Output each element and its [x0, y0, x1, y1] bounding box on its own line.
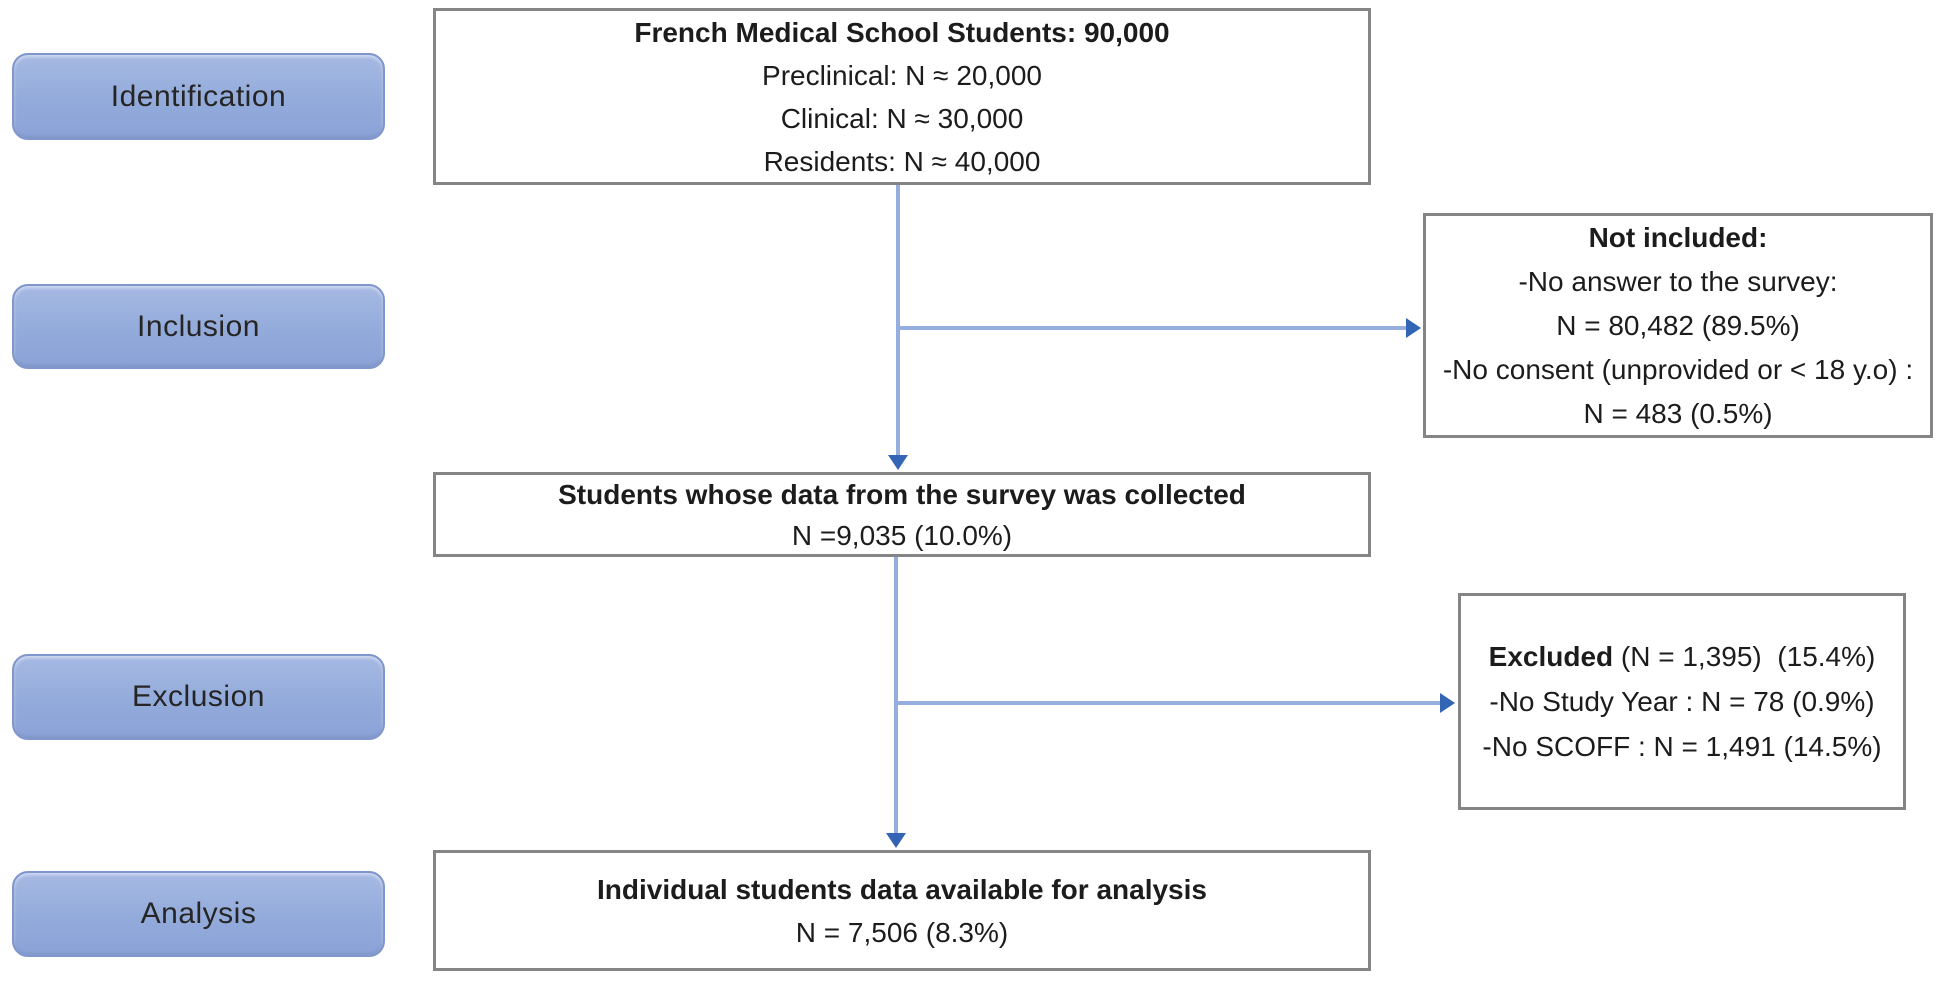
- collected-n: N =9,035 (10.0%): [791, 519, 1013, 551]
- connector-to-not-included: [896, 326, 1408, 330]
- analysis-title: Individual students data available for a…: [597, 873, 1207, 905]
- stage-label: Analysis: [140, 897, 257, 930]
- excluded-title-rest: (N = 1,395) (15.4%): [1613, 641, 1876, 672]
- population-line: Residents: N ≈ 40,000: [763, 145, 1041, 177]
- stage-label: Inclusion: [137, 309, 260, 343]
- collected-box: Students whose data from the survey was …: [433, 472, 1371, 557]
- stage-pill-identification: Identification: [12, 53, 385, 140]
- arrow-right-icon: [1406, 318, 1421, 338]
- arrow-down-icon: [886, 833, 906, 848]
- stage-pill-inclusion: Inclusion: [12, 284, 385, 369]
- population-line: Preclinical: N ≈ 20,000: [762, 59, 1042, 91]
- analysis-n: N = 7,506 (8.3%): [795, 916, 1009, 948]
- not-included-line: N = 483 (0.5%): [1583, 397, 1773, 429]
- analysis-box: Individual students data available for a…: [433, 850, 1371, 971]
- stage-pill-exclusion: Exclusion: [12, 654, 385, 740]
- connector-collected-to-analysis: [894, 557, 898, 833]
- arrow-down-icon: [888, 455, 908, 470]
- not-included-title: Not included:: [1588, 221, 1768, 253]
- not-included-line: -No consent (unprovided or < 18 y.o) :: [1442, 353, 1914, 385]
- not-included-box: Not included: -No answer to the survey: …: [1423, 213, 1933, 438]
- population-title: French Medical School Students: 90,000: [634, 16, 1170, 48]
- collected-title: Students whose data from the survey was …: [558, 478, 1246, 510]
- connector-population-to-collected: [896, 185, 900, 455]
- population-box: French Medical School Students: 90,000 P…: [433, 8, 1371, 185]
- excluded-title-bold: Excluded: [1488, 641, 1614, 672]
- not-included-line: -No answer to the survey:: [1518, 265, 1838, 297]
- stage-label: Exclusion: [132, 680, 265, 713]
- excluded-box: Excluded (N = 1,395) (15.4%) -No Study Y…: [1458, 593, 1906, 810]
- stage-label: Identification: [110, 79, 287, 113]
- connector-to-excluded: [894, 701, 1440, 705]
- excluded-line: -No Study Year : N = 78 (0.9%): [1489, 686, 1875, 717]
- excluded-title: Excluded (N = 1,395) (15.4%): [1489, 634, 1876, 679]
- population-line: Clinical: N ≈ 30,000: [780, 102, 1024, 134]
- excluded-line: -No SCOFF : N = 1,491 (14.5%): [1482, 731, 1882, 762]
- arrow-right-icon: [1440, 693, 1455, 713]
- not-included-line: N = 80,482 (89.5%): [1556, 309, 1800, 341]
- stage-pill-analysis: Analysis: [12, 871, 385, 957]
